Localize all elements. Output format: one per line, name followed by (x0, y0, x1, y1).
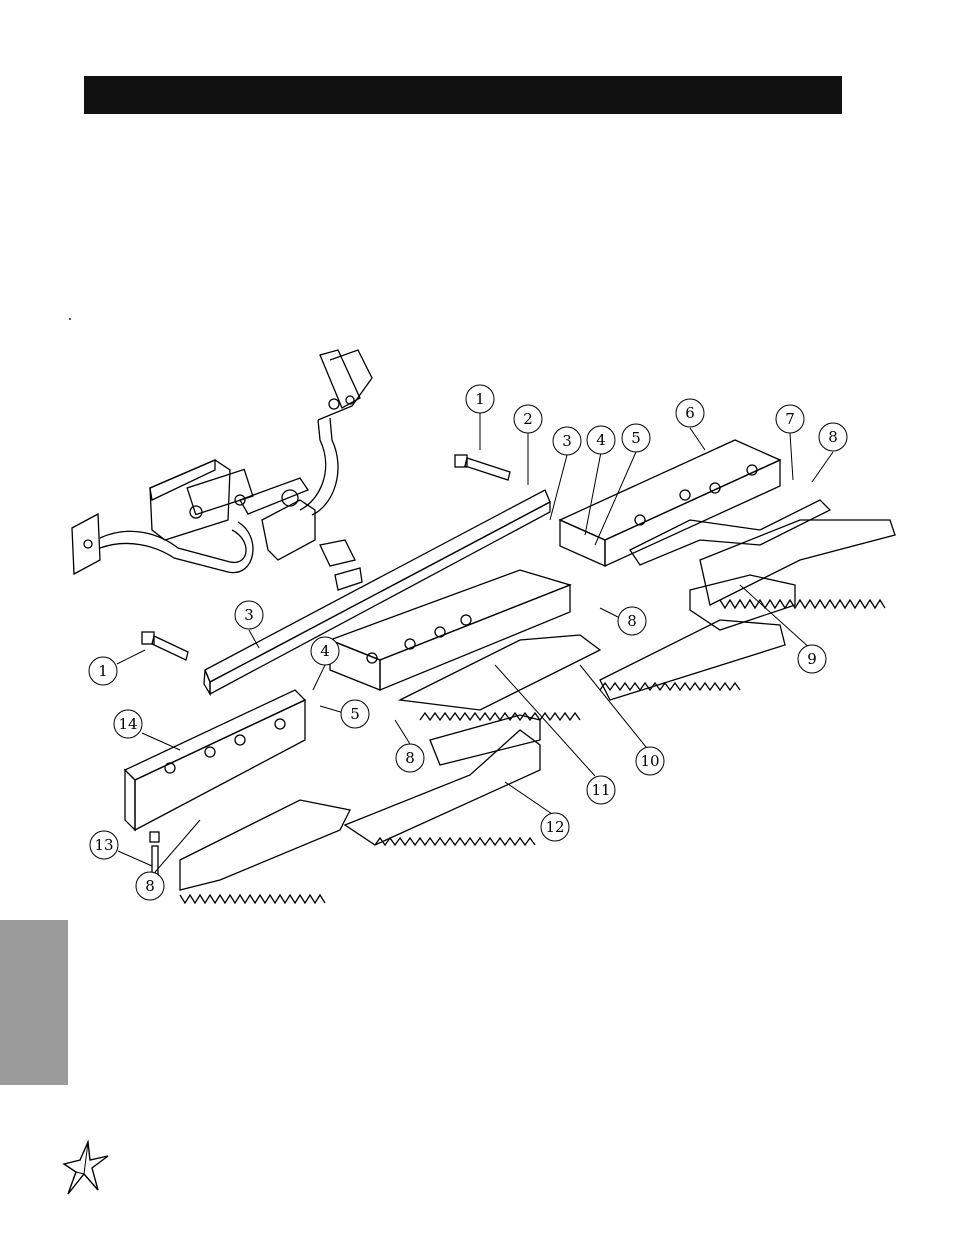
svg-text:8: 8 (828, 428, 838, 446)
callout-4-top: 4 (587, 426, 615, 454)
callout-1-top: 1 (466, 385, 494, 413)
svg-text:8: 8 (405, 749, 415, 767)
svg-text:3: 3 (244, 606, 254, 624)
section-left (125, 690, 540, 903)
exploded-parts-diagram: 1 2 3 4 5 6 7 8 3 4 5 8 9 10 11 12 13 14… (60, 340, 920, 940)
callout-3-left: 3 (235, 601, 263, 629)
section-middle (330, 570, 785, 765)
callout-5-top: 5 (622, 424, 650, 452)
svg-text:6: 6 (685, 404, 695, 422)
section-right (560, 440, 895, 630)
callout-3-top: 3 (553, 427, 581, 455)
callout-4-left: 4 (311, 637, 339, 665)
callout-11: 11 (587, 776, 615, 804)
svg-text:9: 9 (807, 650, 817, 668)
callout-9: 9 (798, 645, 826, 673)
callout-5-left: 5 (341, 700, 369, 728)
callout-2: 2 (514, 405, 542, 433)
svg-text:14: 14 (118, 715, 137, 733)
svg-text:8: 8 (145, 877, 155, 895)
callout-13: 13 (90, 831, 118, 859)
callout-7: 7 (776, 405, 804, 433)
bolt-top (455, 455, 510, 480)
side-tab (0, 920, 68, 1085)
stray-mark (69, 318, 71, 320)
hitch-assembly (72, 350, 372, 574)
callout-12: 12 (541, 813, 569, 841)
svg-text:3: 3 (562, 432, 572, 450)
svg-text:5: 5 (350, 705, 360, 723)
callout-8-left: 8 (136, 872, 164, 900)
callout-8-top: 8 (819, 423, 847, 451)
header-bar (84, 76, 842, 114)
svg-text:1: 1 (98, 662, 108, 680)
svg-text:8: 8 (627, 612, 637, 630)
svg-text:5: 5 (631, 429, 641, 447)
svg-text:12: 12 (545, 818, 564, 836)
leader-lines (117, 413, 833, 878)
bolt-left (142, 632, 188, 660)
svg-text:4: 4 (320, 642, 330, 660)
svg-text:11: 11 (591, 781, 610, 799)
callout-6: 6 (676, 399, 704, 427)
callout-14: 14 (114, 710, 142, 738)
callouts: 1 2 3 4 5 6 7 8 3 4 5 8 9 10 11 12 13 14… (89, 385, 847, 900)
svg-text:7: 7 (785, 410, 795, 428)
svg-text:10: 10 (640, 752, 659, 770)
callout-8-right: 8 (618, 607, 646, 635)
star-burst-logo-icon (58, 1138, 110, 1198)
callout-1-left: 1 (89, 657, 117, 685)
bolt-item-13 (150, 832, 159, 874)
callout-10: 10 (636, 747, 664, 775)
main-frame-tube (204, 490, 550, 694)
svg-text:1: 1 (475, 390, 485, 408)
svg-text:2: 2 (523, 410, 533, 428)
svg-text:13: 13 (94, 836, 113, 854)
svg-text:4: 4 (596, 431, 606, 449)
callout-8-mid: 8 (396, 744, 424, 772)
